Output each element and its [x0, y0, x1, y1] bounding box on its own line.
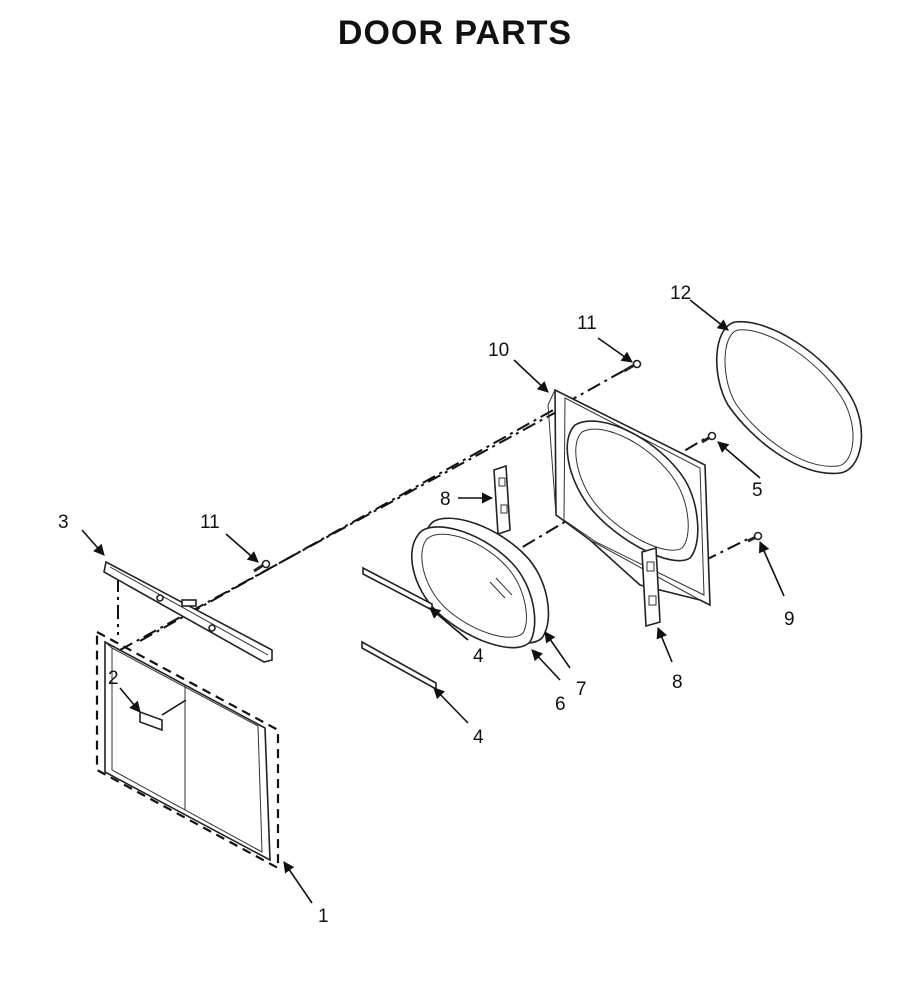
callout-11-lower: 11	[200, 512, 220, 533]
window-glass	[411, 526, 536, 649]
callout-7: 7	[576, 679, 587, 700]
hinge-upper	[493, 464, 511, 536]
page-title: DOOR PARTS	[337, 14, 573, 52]
callout-6: 6	[555, 694, 566, 715]
callout-8-lower: 8	[672, 672, 683, 693]
callout-11-upper: 11	[577, 313, 597, 334]
door-gasket	[715, 320, 863, 475]
screw-upper	[623, 359, 642, 373]
bracket-lower	[361, 640, 437, 691]
outer-door-assembly	[95, 630, 280, 870]
hinge-lower	[641, 546, 661, 628]
callout-3: 3	[58, 512, 69, 533]
callout-9: 9	[784, 609, 795, 630]
callout-12: 12	[670, 283, 691, 304]
screw-5	[701, 431, 717, 444]
callout-5: 5	[752, 480, 763, 501]
callout-1: 1	[318, 906, 329, 927]
callout-8-upper: 8	[440, 489, 451, 510]
leader-lines	[81, 299, 785, 904]
callout-10: 10	[488, 340, 509, 361]
screw-9	[747, 531, 763, 543]
callout-4-lower: 4	[473, 727, 484, 748]
handle-rail	[103, 560, 273, 663]
callout-4-upper: 4	[473, 646, 484, 667]
brand-badge	[139, 699, 187, 732]
screw-lower	[253, 559, 271, 573]
callout-2: 2	[108, 668, 119, 689]
inner-door-panel	[547, 388, 711, 607]
